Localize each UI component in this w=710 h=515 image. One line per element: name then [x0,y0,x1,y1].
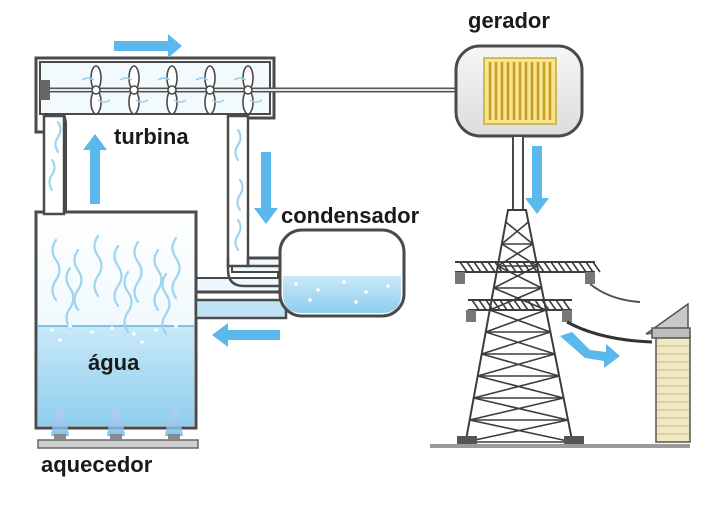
turbine-blade-icon [195,65,225,115]
water-bubbles [50,280,390,344]
flame-icon [165,404,183,440]
condenser [278,228,406,318]
return-pipe [194,298,288,320]
arrow-down-icon [525,146,549,214]
condenser-label: condensador [281,203,420,228]
turbine-label: turbina [114,124,189,149]
generator-label: gerador [468,8,550,33]
steam-wisps [48,120,244,336]
arrow-right-icon [114,34,182,58]
arrow-curve-icon [560,332,620,368]
turbine-blade-icon [233,65,263,115]
turbine-blade-icon [119,65,149,115]
turbine-blade-icon [81,65,111,115]
heater [37,404,199,449]
arrow-left-icon [212,323,280,347]
heater-label: aquecedor [41,452,153,477]
water-label: água [88,350,140,375]
turbine-blade-icon [157,65,187,115]
house [645,302,691,443]
generator [454,44,584,211]
flame-icon [51,404,69,440]
turbine-blades [81,65,263,115]
arrow-down-icon [254,152,278,224]
transmission-tower [430,209,690,448]
arrow-up-icon [83,134,107,204]
flow-arrows [83,34,549,347]
flame-icon [107,404,125,440]
